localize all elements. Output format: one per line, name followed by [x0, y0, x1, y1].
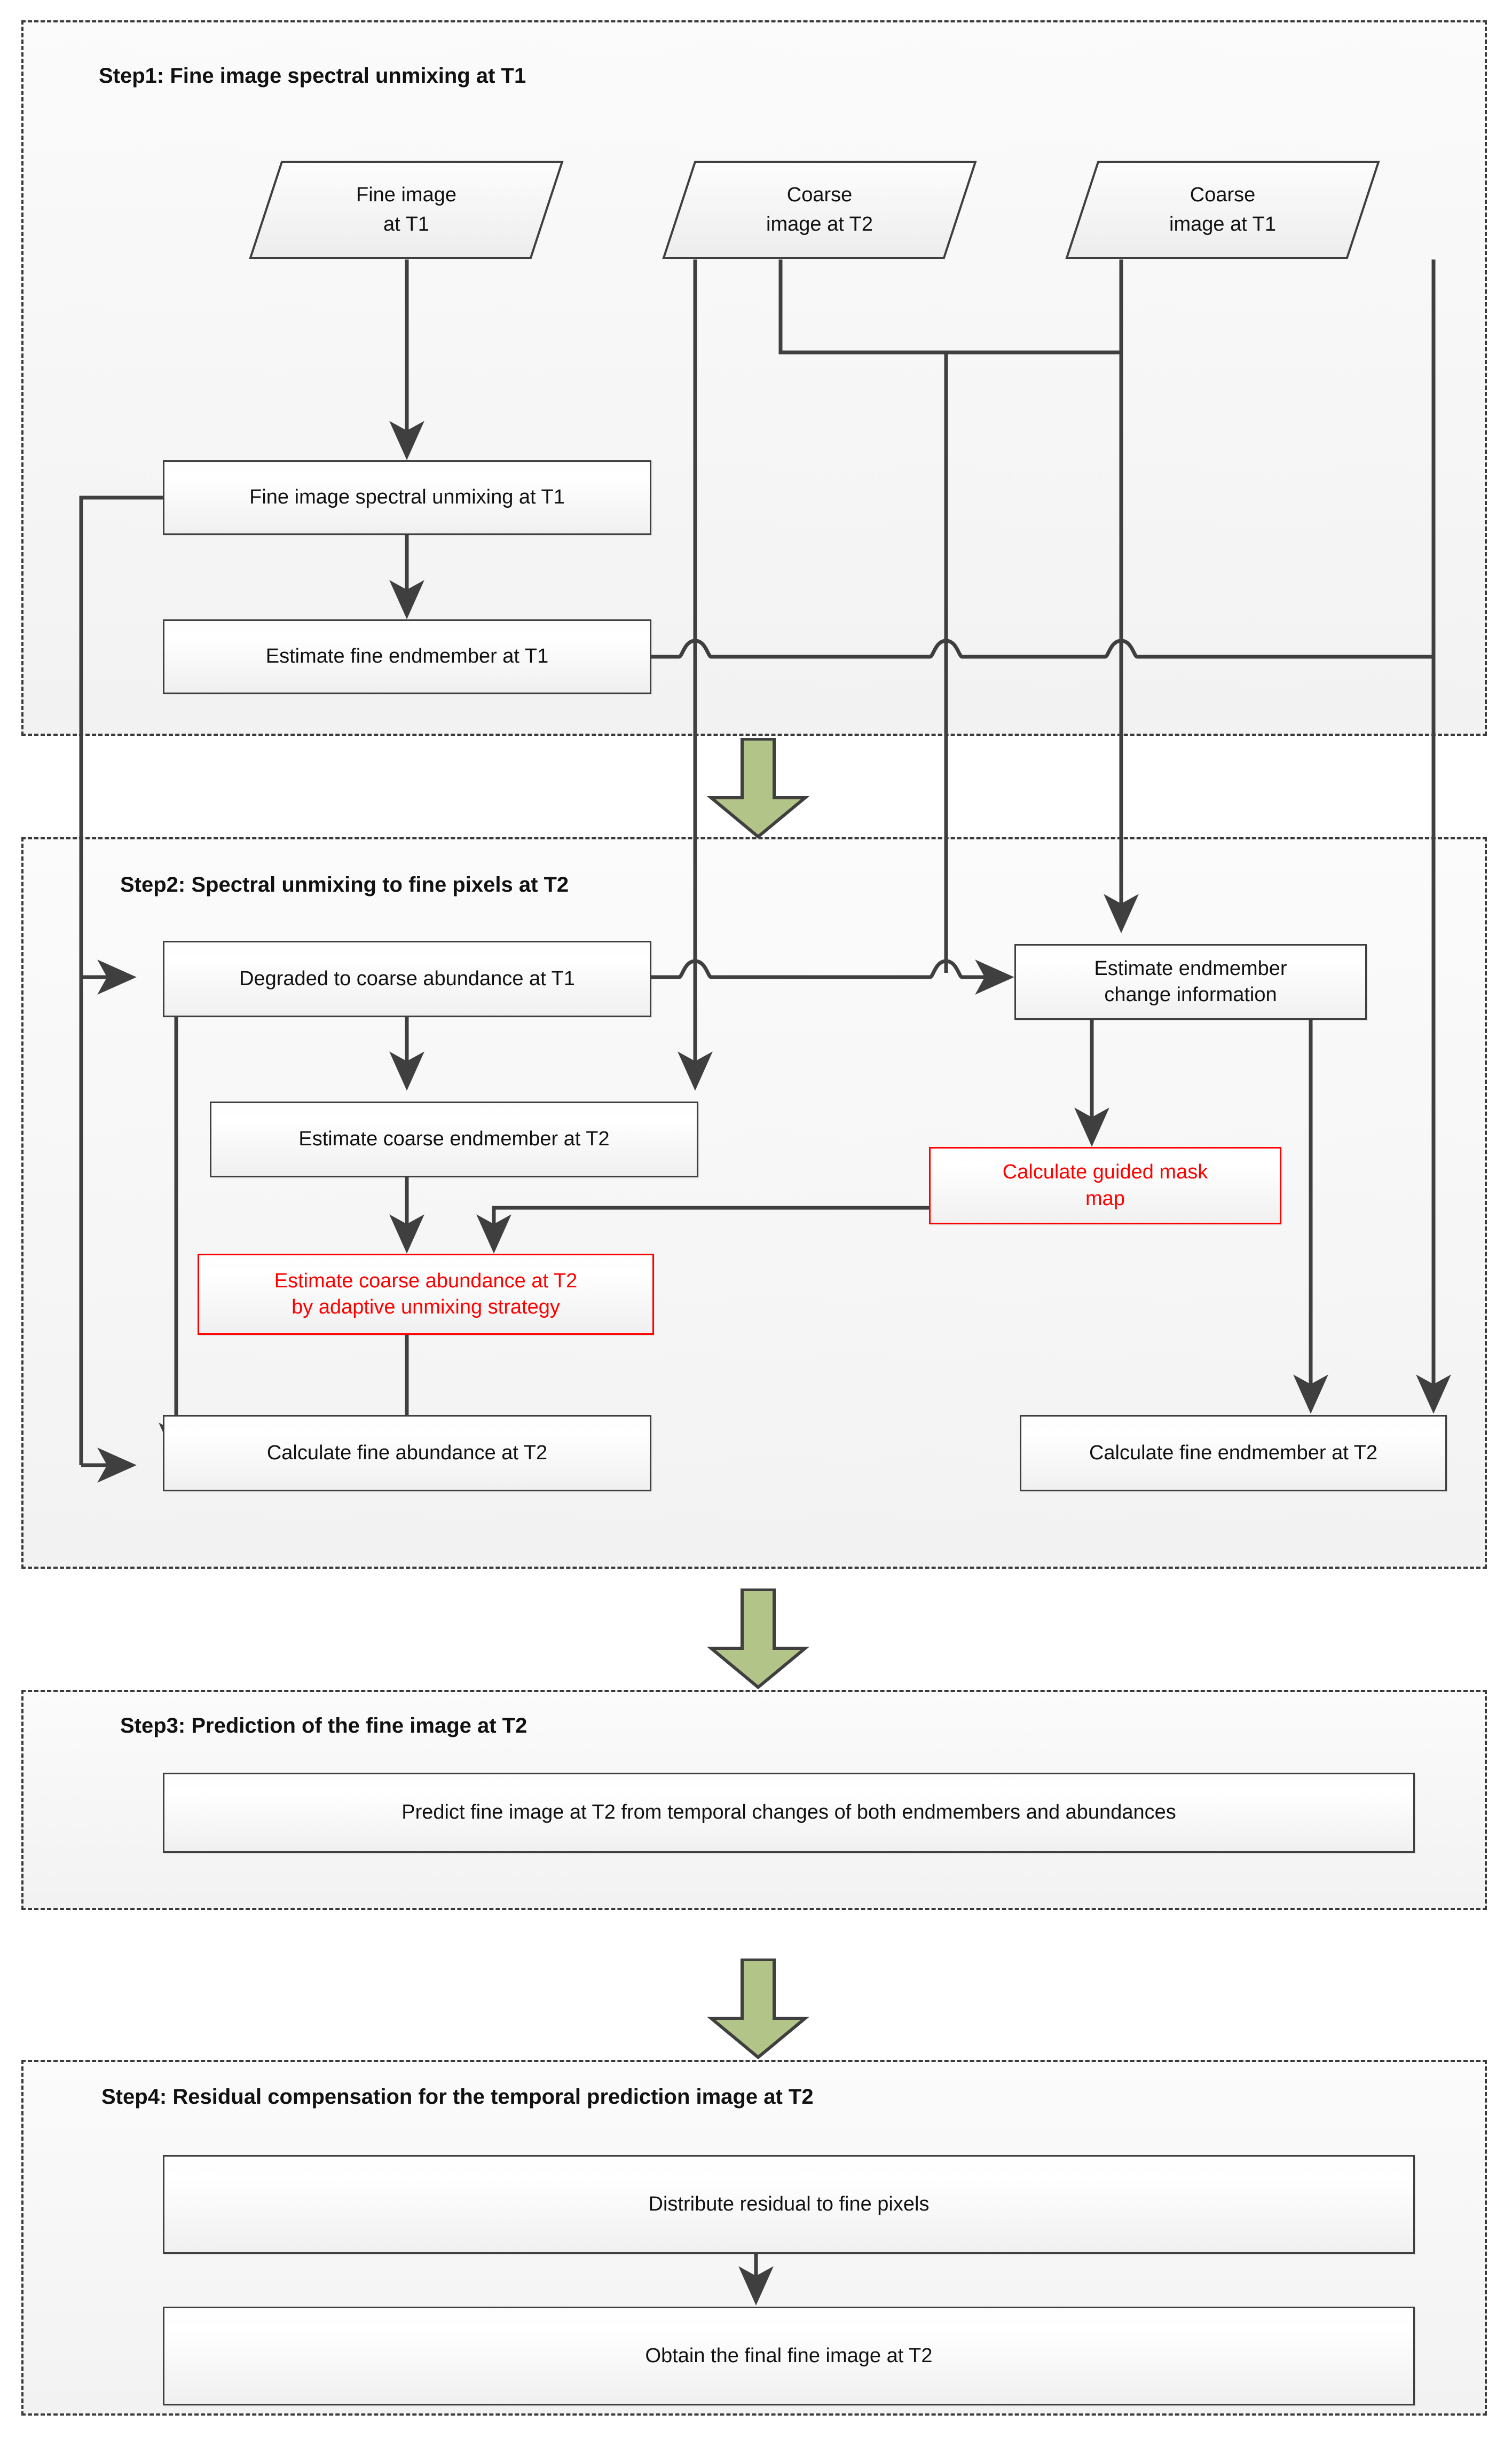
node-predict-fine-image-label: Predict fine image at T2 from temporal c…: [401, 1801, 1176, 1824]
node-obtain-final-image[interactable]: Obtain the final fine image at T2: [163, 2307, 1415, 2405]
node-calc-fine-endmem-t2-label: Calculate fine endmember at T2: [1089, 1441, 1378, 1464]
node-fine-unmix-t1-label: Fine image spectral unmixing at T1: [249, 486, 565, 509]
input-fine-image-t1[interactable]: Fine image at T1: [249, 160, 564, 259]
node-est-fine-endmember-t1-label: Estimate fine endmember at T1: [265, 645, 549, 668]
node-calc-guided-mask[interactable]: Calculate guided mask map: [929, 1147, 1281, 1224]
node-calc-fine-abund-t2-label: Calculate fine abundance at T2: [266, 1441, 548, 1464]
input-coarse-image-t1[interactable]: Coarse image at T1: [1065, 160, 1380, 259]
node-est-coarse-abund-t2-label: Estimate coarse abundance at T2 by adapt…: [274, 1269, 578, 1318]
step3-title: Step3: Prediction of the fine image at T…: [120, 1714, 527, 1737]
node-calc-guided-mask-label: Calculate guided mask map: [1002, 1161, 1208, 1210]
node-obtain-final-image-label: Obtain the final fine image at T2: [645, 2344, 933, 2367]
node-calc-fine-endmem-t2[interactable]: Calculate fine endmember at T2: [1020, 1415, 1447, 1491]
node-est-endmember-change-label: Estimate endmember change information: [1094, 957, 1287, 1006]
node-est-coarse-endmem-t2[interactable]: Estimate coarse endmember at T2: [210, 1102, 698, 1177]
step2-title: Step2: Spectral unmixing to fine pixels …: [120, 873, 569, 896]
node-degraded-coarse-t1-label: Degraded to coarse abundance at T1: [239, 967, 575, 990]
node-est-fine-endmember-t1[interactable]: Estimate fine endmember at T1: [163, 619, 651, 694]
green-arrow-step2-step3: [705, 1588, 812, 1689]
input-coarse-image-t2[interactable]: Coarse image at T2: [662, 160, 977, 259]
step1-title: Step1: Fine image spectral unmixing at T…: [99, 64, 526, 88]
step4-title: Step4: Residual compensation for the tem…: [101, 2085, 814, 2109]
step1-container: [21, 20, 1487, 736]
green-arrow-step1-step2: [705, 737, 812, 839]
node-distribute-residual-label: Distribute residual to fine pixels: [648, 2192, 930, 2215]
node-est-coarse-abund-t2[interactable]: Estimate coarse abundance at T2 by adapt…: [198, 1254, 654, 1335]
node-fine-unmix-t1[interactable]: Fine image spectral unmixing at T1: [163, 460, 651, 535]
node-calc-fine-abund-t2[interactable]: Calculate fine abundance at T2: [163, 1415, 651, 1491]
node-est-endmember-change[interactable]: Estimate endmember change information: [1014, 944, 1367, 1020]
node-est-coarse-endmem-t2-label: Estimate coarse endmember at T2: [298, 1128, 610, 1151]
node-degraded-coarse-t1[interactable]: Degraded to coarse abundance at T1: [163, 941, 651, 1017]
green-arrow-step3-step4: [705, 1958, 812, 2059]
node-predict-fine-image[interactable]: Predict fine image at T2 from temporal c…: [163, 1773, 1415, 1853]
node-distribute-residual[interactable]: Distribute residual to fine pixels: [163, 2155, 1415, 2254]
